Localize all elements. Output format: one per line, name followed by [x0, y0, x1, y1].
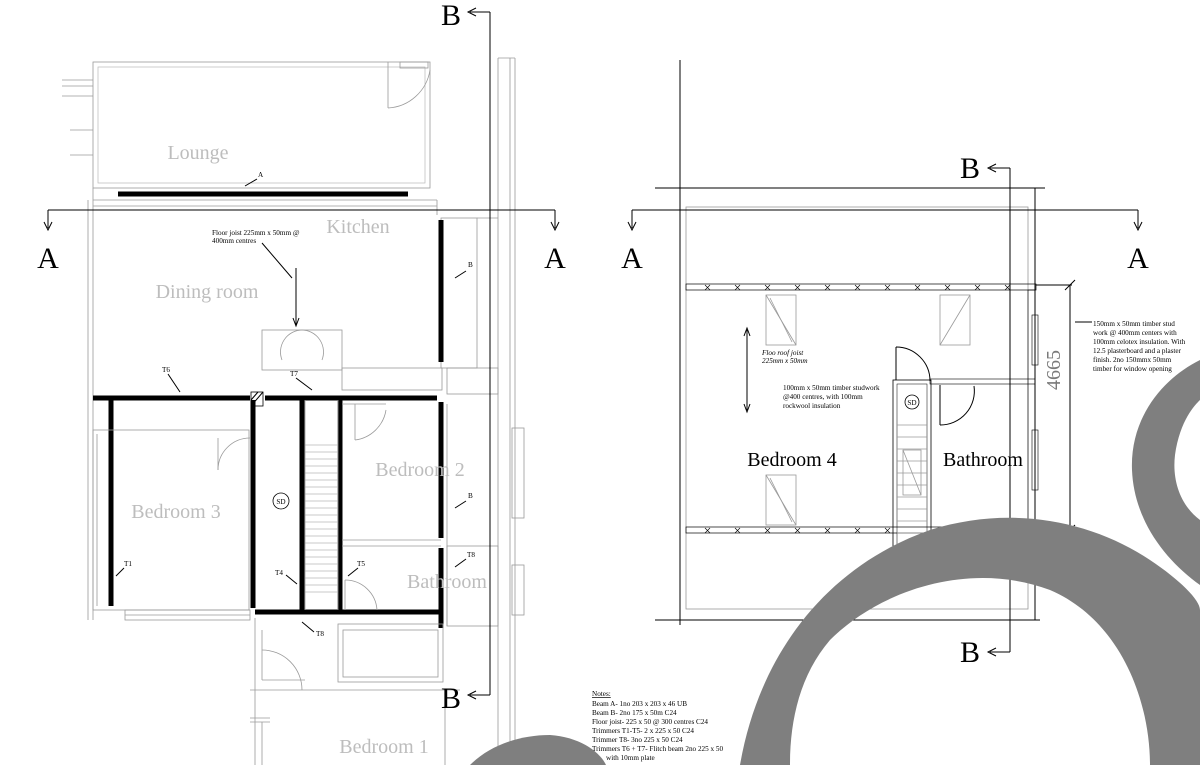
beam-label-b-lower: B: [468, 492, 473, 500]
notes-line-4: Trimmers T1-T5- 2 x 225 x 50 C24: [592, 727, 694, 735]
room-label-bedroom1: Bedroom 1: [339, 736, 428, 758]
stud-note-line-2: work @ 400mm centers with: [1093, 329, 1177, 337]
section-marker-right-b-bottom: B: [960, 636, 980, 669]
section-marker-a-left: A: [37, 242, 59, 275]
beam-label-b-upper: B: [468, 261, 473, 269]
stud-note-line-6: timber for window opening: [1093, 365, 1172, 373]
stud-note-line-4: 12.5 plasterboard and a plaster: [1093, 347, 1182, 355]
beam-label-a: A: [258, 171, 264, 179]
notes-line-2: Beam B- 2no 175 x 50m C24: [592, 709, 677, 717]
trimmer-label-t4: T4: [275, 569, 283, 577]
stud-note-line-1: 150mm x 50mm timber stud: [1093, 320, 1175, 328]
notes-line-1: Beam A- 1no 203 x 203 x 46 UB: [592, 700, 687, 708]
trimmer-label-t8a: T8: [467, 551, 475, 559]
ground-floor-plan: SD Lounge Kitchen Dining room Bedroom 3 …: [62, 57, 525, 765]
room-label-bedroom2: Bedroom 2: [375, 459, 464, 481]
room-label-dining: Dining room: [156, 281, 259, 303]
trimmer-label-t7: T7: [290, 370, 298, 378]
ground-smoke-detector: SD: [276, 498, 285, 506]
room-label-kitchen: Kitchen: [326, 216, 389, 238]
room-label-bedroom3: Bedroom 3: [131, 501, 220, 523]
section-marker-b-bottom: B: [441, 682, 461, 715]
room-label-loft-bathroom: Bathroom: [943, 449, 1023, 471]
trimmer-label-t8b: T8: [316, 630, 324, 638]
notes-line-6: Trimmers T6 + T7- Flitch beam 2no 225 x …: [592, 745, 724, 753]
roof-joist-note-line-2: 225mm x 50mm: [762, 357, 808, 365]
loft-smoke-detector: SD: [907, 399, 916, 407]
section-marker-right-b-top: B: [960, 152, 980, 185]
studwork-note-line-3: rockwool insulation: [783, 402, 841, 410]
trimmer-label-t1: T1: [124, 560, 132, 568]
studwork-note-line-1: 100mm x 50mm timber studwork: [783, 384, 880, 392]
dimension-4665: 4665: [1043, 350, 1065, 390]
section-marker-b-top: B: [441, 0, 461, 32]
joist-note-line-2: 400mm centres: [212, 237, 256, 245]
roof-joist-note-line-1: Floo roof joist: [761, 349, 804, 357]
room-label-bedroom4: Bedroom 4: [747, 449, 836, 471]
room-label-lounge: Lounge: [167, 142, 228, 164]
section-marker-right-a-right: A: [1127, 242, 1149, 275]
section-marker-a-right: A: [544, 242, 566, 275]
notes-line-7: with 10mm plate: [606, 754, 655, 762]
trimmer-label-t5: T5: [357, 560, 365, 568]
studwork-note-line-2: @400 centres, with 100mm: [783, 393, 863, 401]
section-lines-left: A A B B: [37, 0, 566, 715]
stud-note-line-5: finish. 2no 150mmx 50mm: [1093, 356, 1172, 364]
section-lines-right: A A B B: [621, 152, 1149, 669]
notes-block: Notes: Beam A- 1no 203 x 203 x 46 UB Bea…: [592, 690, 724, 762]
joist-note-line-1: Floor joist 225mm x 50mm @: [212, 229, 300, 237]
notes-line-5: Trimmer T8- 3no 225 x 50 C24: [592, 736, 683, 744]
notes-title: Notes:: [592, 690, 611, 698]
stud-note-line-3: 100mm celotex insulation. With: [1093, 338, 1186, 346]
notes-line-3: Floor joist- 225 x 50 @ 300 centres C24: [592, 718, 708, 726]
room-label-bathroom: Bathroom: [407, 571, 487, 593]
section-marker-right-a-left: A: [621, 242, 643, 275]
watermark-swoosh: [470, 360, 1200, 765]
trimmer-label-t6: T6: [162, 366, 170, 374]
